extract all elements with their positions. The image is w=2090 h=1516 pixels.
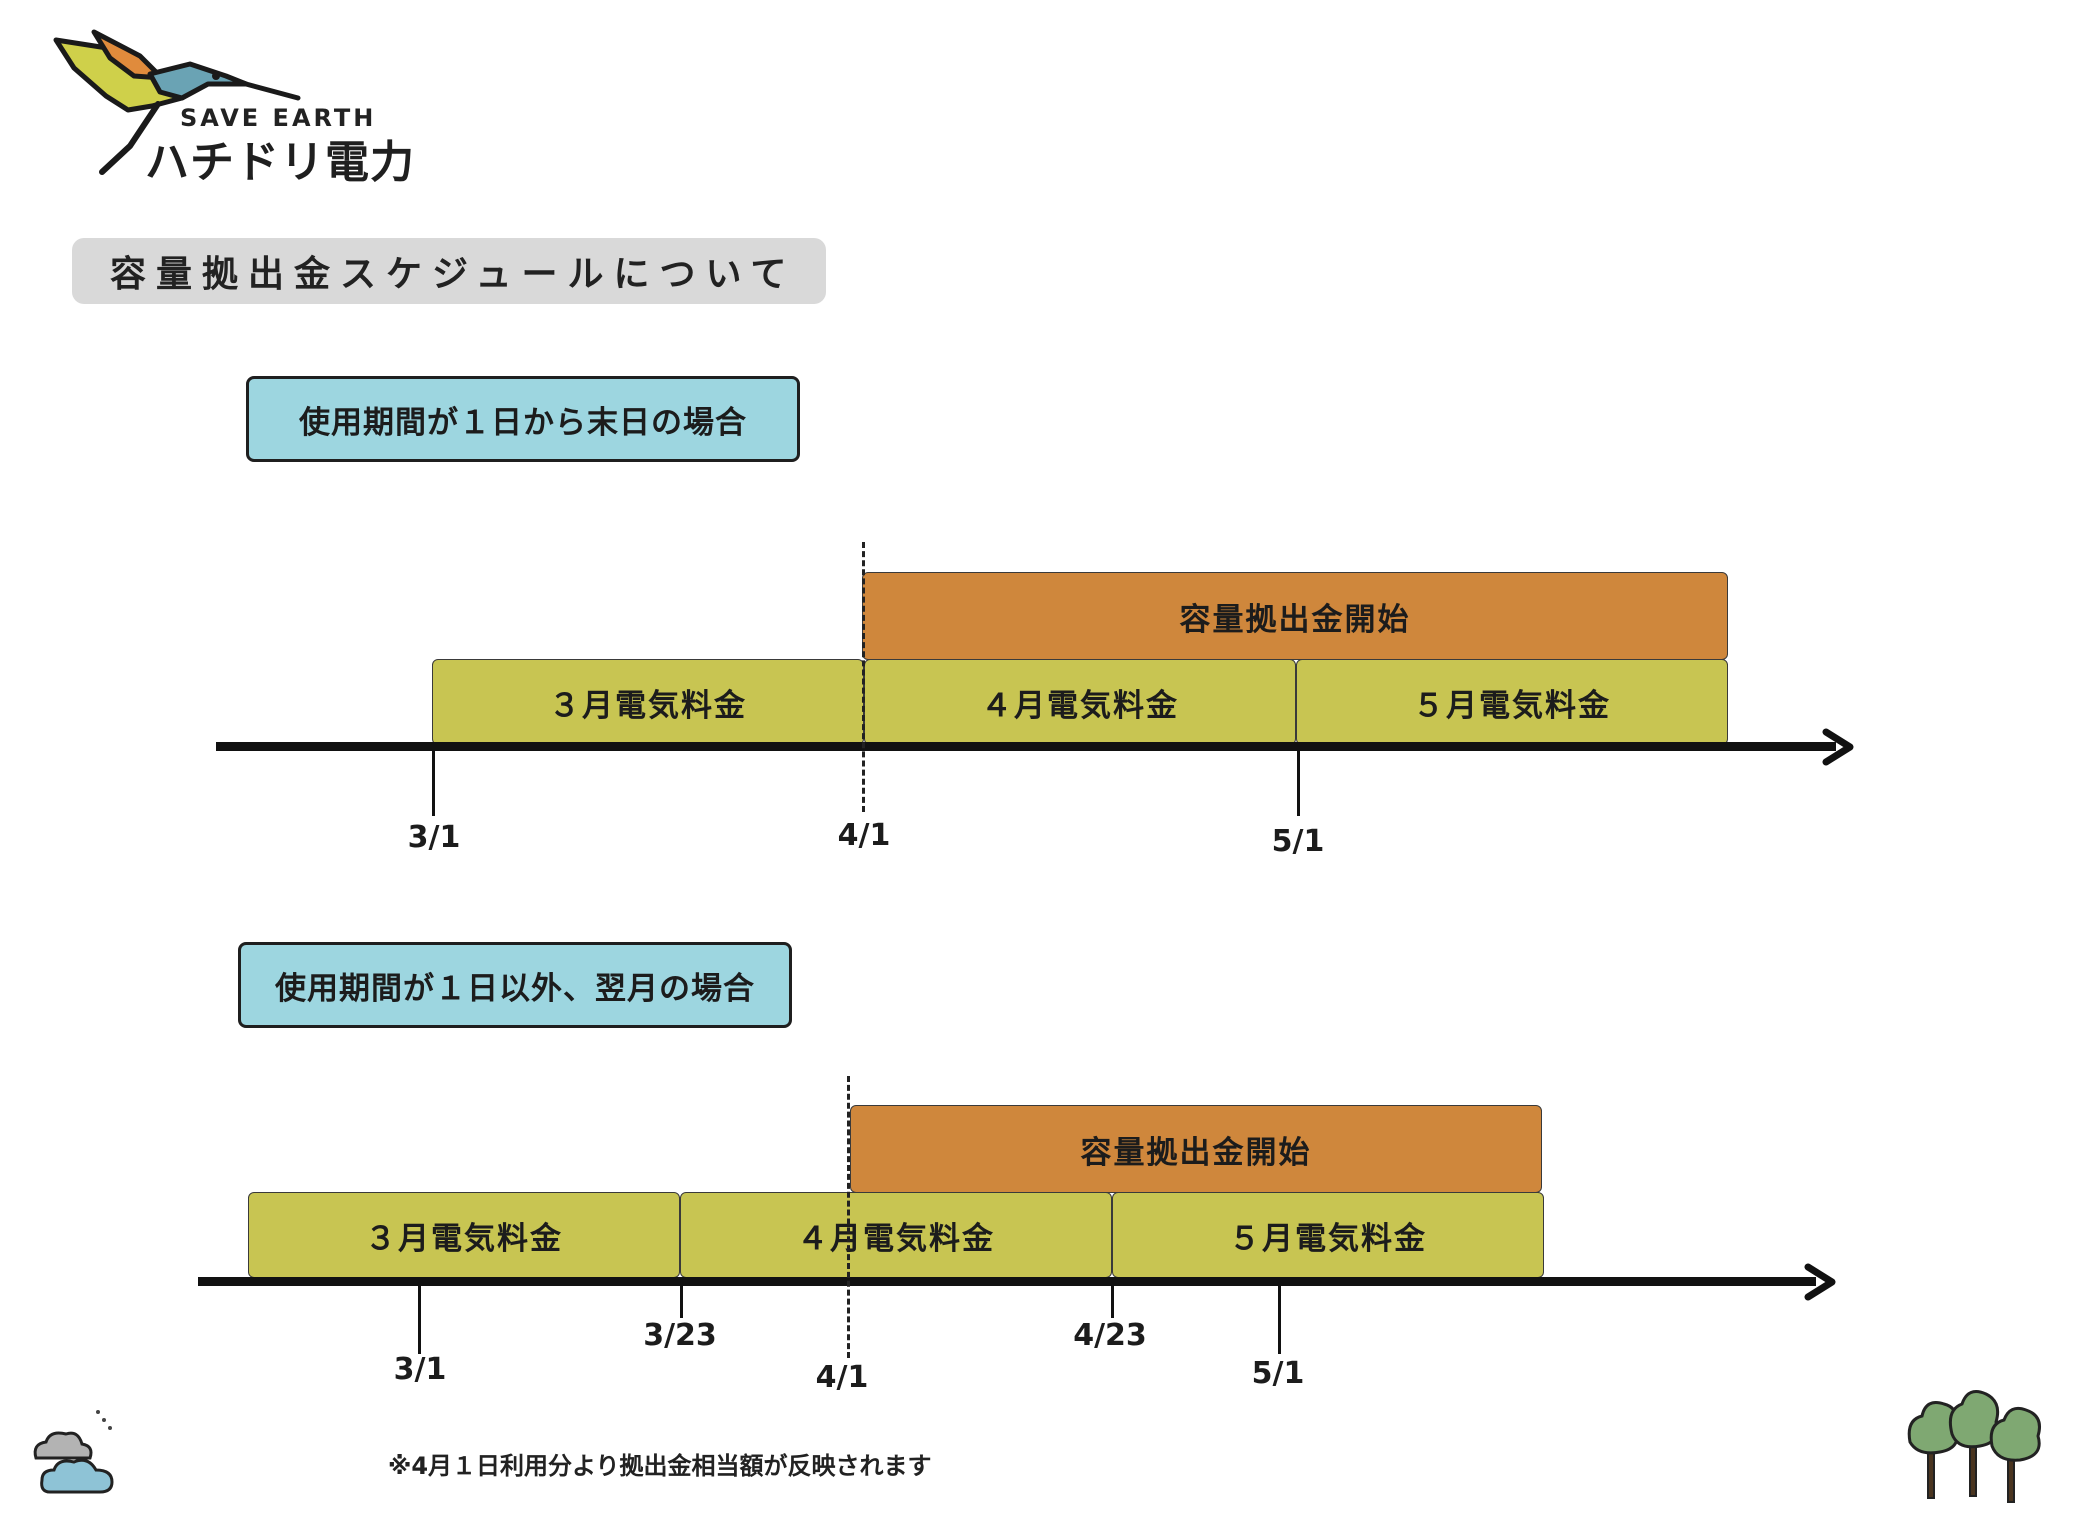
timeline-axis-1 — [216, 742, 1836, 751]
tick-mar1-1 — [432, 750, 435, 816]
tick-mar1-2 — [418, 1284, 421, 1354]
date-label: 5/1 — [1271, 824, 1325, 859]
start-marker-1 — [862, 542, 865, 812]
hummingbird-icon — [53, 29, 301, 175]
capacity-start-bar-1: 容量拠出金開始 — [862, 572, 1728, 660]
bill-bar-april-1: ４月電気料金 — [864, 659, 1296, 745]
date-label: 5/1 — [1251, 1356, 1305, 1391]
date-label: 3/1 — [407, 820, 461, 855]
date-label: 4/1 — [815, 1360, 869, 1395]
logo-main-text: ハチドリ電力 — [145, 137, 415, 188]
bill-bar-march-1: ３月電気料金 — [432, 659, 864, 745]
bill-bar-march-2: ３月電気料金 — [248, 1192, 680, 1278]
tick-may1-1 — [1297, 750, 1300, 816]
bill-bar-april-2: ４月電気料金 — [680, 1192, 1112, 1278]
date-label: 3/23 — [643, 1318, 717, 1353]
case-label-1: 使用期間が１日から末日の場合 — [246, 376, 800, 462]
timeline-axis-2 — [198, 1277, 1816, 1286]
logo-sub-text: SAVE EARTH — [180, 104, 377, 132]
case-label-2: 使用期間が１日以外、翌月の場合 — [238, 942, 792, 1028]
trees-icon — [1907, 1390, 2041, 1503]
bill-bar-may-2: ５月電気料金 — [1112, 1192, 1544, 1278]
footnote: ※4月１日利用分より拠出金相当額が反映されます — [388, 1452, 932, 1480]
tick-may1-2 — [1278, 1284, 1281, 1354]
date-label: 4/1 — [837, 818, 891, 853]
tick-apr23-2 — [1111, 1284, 1114, 1318]
arrow-right-icon — [1804, 1263, 1836, 1301]
start-marker-2 — [847, 1076, 850, 1358]
tick-mar23-2 — [680, 1284, 683, 1318]
bill-bar-may-1: ５月電気料金 — [1296, 659, 1728, 745]
date-label: 3/1 — [393, 1352, 447, 1387]
page-title: 容量拠出金スケジュールについて — [72, 238, 826, 304]
arrow-right-icon — [1822, 728, 1854, 766]
capacity-start-bar-2: 容量拠出金開始 — [850, 1105, 1542, 1193]
date-label: 4/23 — [1073, 1318, 1147, 1353]
cloud-icon — [33, 1410, 114, 1494]
